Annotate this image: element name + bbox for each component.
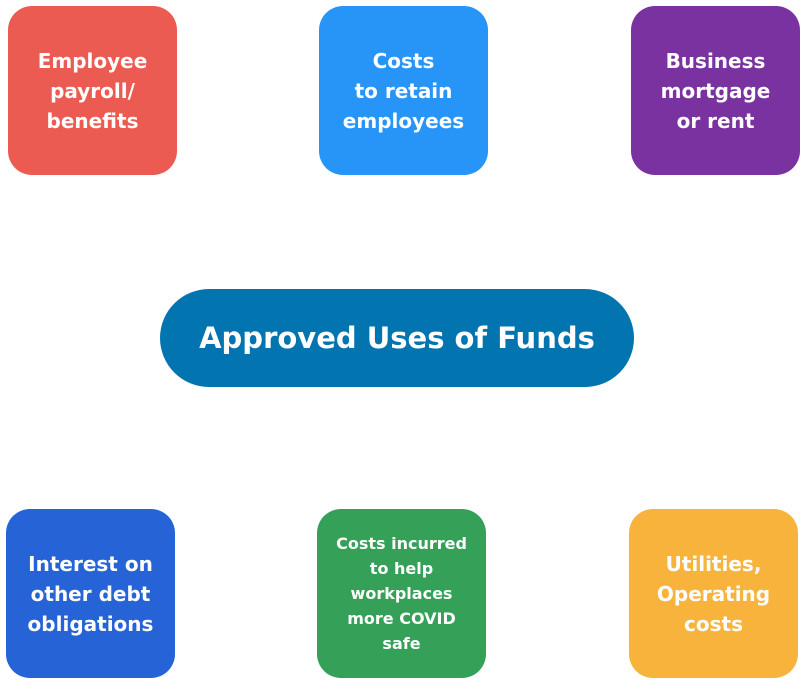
node-label: Utilities, Operating costs <box>656 551 771 636</box>
node-label: Costs incurred to help workplaces more C… <box>336 534 467 653</box>
node-employee-payroll: Employee payroll/ benefits <box>8 6 177 175</box>
node-covid-safety: Costs incurred to help workplaces more C… <box>317 509 486 678</box>
central-label: Approved Uses of Funds <box>199 321 595 355</box>
node-label: Interest on other debt obligations <box>27 551 154 636</box>
node-retain-employees: Costs to retain employees <box>319 6 488 175</box>
node-label: Employee payroll/ benefits <box>37 48 148 133</box>
node-utilities: Utilities, Operating costs <box>629 509 798 678</box>
node-label: Costs to retain employees <box>342 48 465 133</box>
central-node: Approved Uses of Funds <box>160 289 634 387</box>
node-label: Business mortgage or rent <box>660 48 771 133</box>
node-debt-interest: Interest on other debt obligations <box>6 509 175 678</box>
node-mortgage-rent: Business mortgage or rent <box>631 6 800 175</box>
